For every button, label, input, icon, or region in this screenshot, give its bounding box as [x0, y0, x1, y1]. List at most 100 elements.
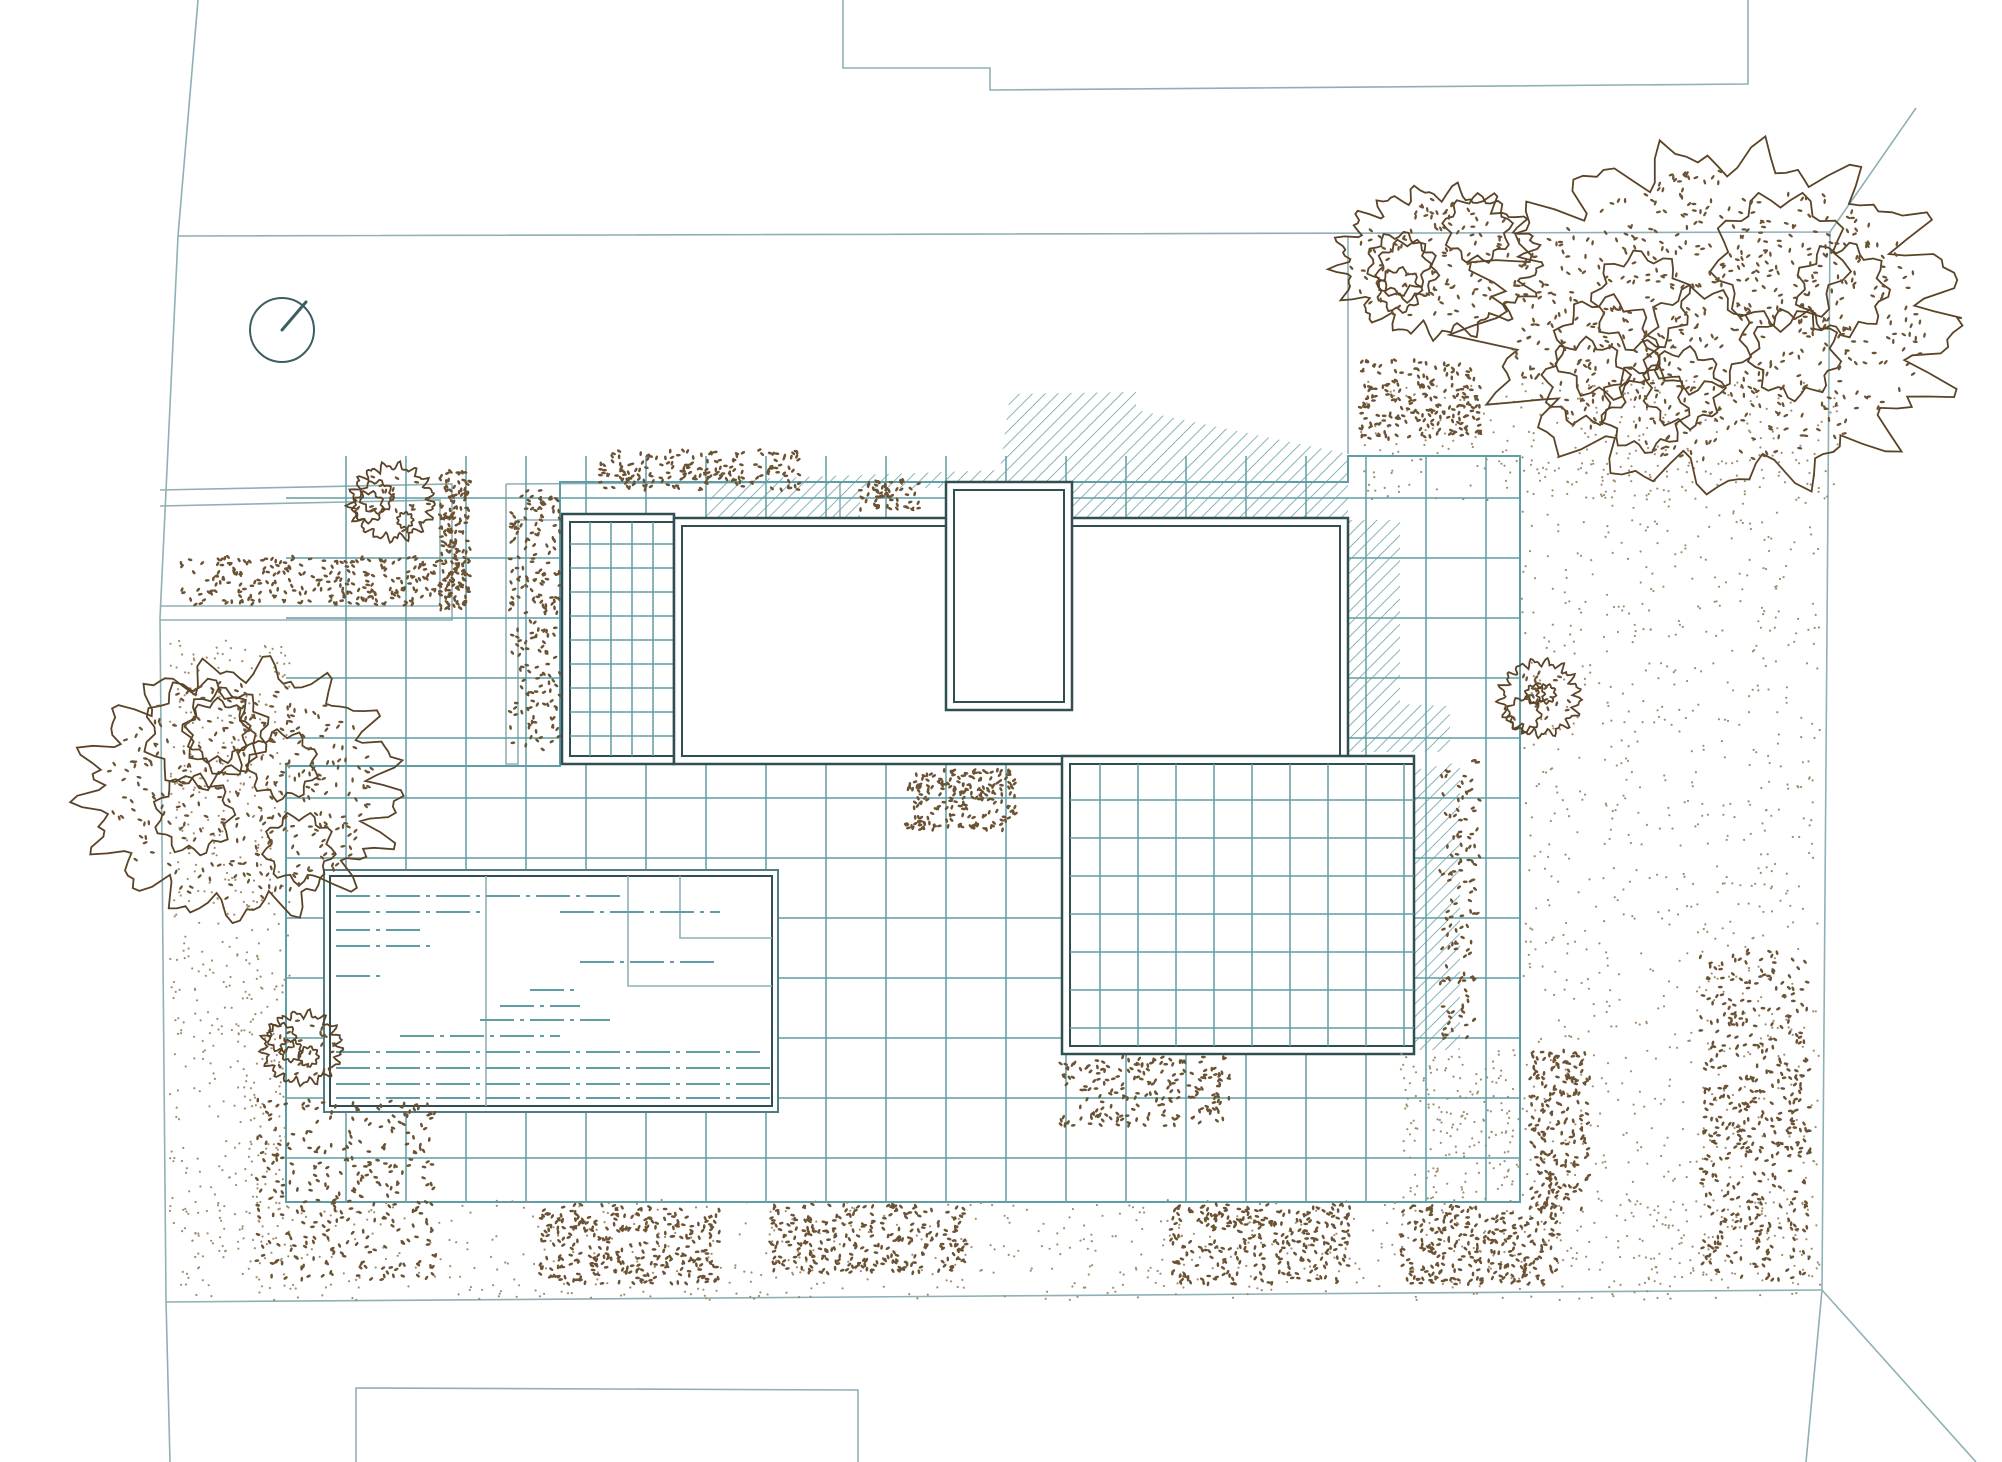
shrub-leaf: [695, 1258, 701, 1261]
shrub-leaf: [1100, 1106, 1105, 1111]
gravel-dot: [1633, 634, 1636, 638]
shrub-leaf: [1487, 1258, 1491, 1264]
shrub-leaf: [457, 530, 463, 533]
shrub-leaf: [540, 629, 546, 632]
gravel-dot: [1587, 1030, 1590, 1033]
gravel-dot: [300, 1212, 303, 1215]
gravel-dot: [1521, 383, 1524, 386]
gravel-dot: [288, 974, 291, 977]
gravel-dot: [1764, 567, 1768, 571]
gravel-dot: [1638, 1023, 1641, 1026]
shrub-leaf: [904, 823, 910, 827]
shrub-leaf: [611, 485, 616, 490]
shrub-leaf: [1171, 1062, 1175, 1067]
shrub-leaf: [513, 706, 518, 710]
shrub-leaf: [437, 584, 443, 588]
shrub-leaf: [1199, 1107, 1205, 1111]
shrub-leaf: [945, 818, 949, 823]
gravel-dot: [1665, 876, 1668, 879]
shrub-leaf: [734, 481, 739, 486]
gravel-dot: [1801, 1268, 1805, 1271]
shrub-leaf: [290, 583, 294, 589]
gravel-dot: [1435, 488, 1438, 491]
gravel-dot: [1438, 1118, 1441, 1122]
shrub-leaf: [347, 578, 350, 583]
shrub-leaf: [443, 532, 448, 537]
shrub-leaf: [554, 1219, 559, 1225]
gravel-dot: [249, 1260, 252, 1263]
gravel-dot: [1642, 433, 1645, 436]
shrub-leaf: [1319, 1256, 1324, 1261]
gravel-dot: [1638, 438, 1641, 442]
gravel-dot: [223, 1205, 226, 1208]
gravel-dot: [1367, 483, 1371, 486]
shrub-leaf: [664, 455, 667, 461]
shrub-leaf: [718, 474, 724, 477]
gravel-dot: [288, 766, 291, 769]
shrub-leaf: [913, 815, 917, 820]
gravel-dot: [1570, 1161, 1573, 1165]
shrub-leaf: [421, 560, 424, 566]
shrub-leaf: [1058, 1122, 1063, 1127]
gravel-dot: [199, 1019, 202, 1022]
gravel-dot: [979, 1269, 982, 1272]
shrub-leaf: [606, 1246, 609, 1251]
gravel-dot: [1719, 478, 1722, 481]
gravel-dot: [1653, 520, 1656, 523]
shrub-leaf: [881, 1226, 886, 1231]
gravel-dot: [1579, 1225, 1582, 1228]
shrub-leaf: [1188, 1239, 1193, 1244]
shrub-leaf: [989, 824, 993, 830]
shrub-leaf: [1120, 1082, 1125, 1087]
gravel-dot: [191, 967, 194, 970]
shrub-leaf: [265, 580, 269, 585]
house-west-wing: [560, 512, 676, 766]
gravel-dot: [915, 1234, 918, 1237]
gravel-dot: [1673, 683, 1676, 686]
gravel-dot: [1475, 1292, 1479, 1295]
gravel-dot: [1735, 520, 1738, 524]
gravel-dot: [1817, 486, 1820, 490]
gravel-dot: [276, 751, 279, 755]
gravel-dot: [1453, 1199, 1456, 1202]
gravel-dot: [1673, 1177, 1676, 1180]
gravel-dot: [1574, 1173, 1577, 1177]
shrub-leaf: [691, 455, 695, 460]
shrub-leaf: [187, 558, 193, 562]
shrub-leaf: [523, 611, 529, 615]
gravel-dot: [1633, 623, 1636, 626]
gravel-dot: [276, 1224, 279, 1228]
gravel-dot: [1507, 1150, 1510, 1153]
gravel-dot: [1496, 1187, 1499, 1190]
gravel-dot: [1696, 823, 1700, 826]
gravel-dot: [1543, 1097, 1546, 1100]
gravel-dot: [649, 1295, 652, 1298]
gravel-dot: [1777, 733, 1780, 736]
gravel-dot: [260, 1240, 263, 1243]
shrub-leaf: [447, 543, 451, 548]
shrub-leaf: [649, 1281, 655, 1285]
gravel-dot: [781, 1240, 784, 1243]
gravel-dot: [1710, 972, 1713, 975]
shrub-leaf: [1341, 1237, 1346, 1240]
gravel-dot: [1667, 980, 1671, 983]
shrub-leaf: [1281, 1271, 1286, 1276]
gravel-dot: [1572, 722, 1575, 725]
shrub-leaf: [529, 531, 535, 535]
shrub-leaf: [413, 565, 417, 570]
shrub-leaf: [364, 579, 370, 583]
gravel-dot: [1570, 1035, 1573, 1038]
shrub-leaf: [459, 487, 463, 493]
gravel-dot: [1337, 1270, 1341, 1273]
gravel-dot: [185, 1272, 189, 1275]
shrub-leaf: [1135, 1075, 1141, 1079]
shrub-leaf: [1118, 1068, 1123, 1072]
shrub-leaf: [928, 772, 934, 776]
shrub-leaf: [590, 1268, 596, 1272]
gravel-dot: [1559, 728, 1562, 731]
gravel-dot: [1770, 870, 1773, 873]
gravel-dot: [275, 985, 278, 988]
shrub-leaf: [728, 472, 732, 477]
shrub-leaf: [777, 1255, 783, 1259]
